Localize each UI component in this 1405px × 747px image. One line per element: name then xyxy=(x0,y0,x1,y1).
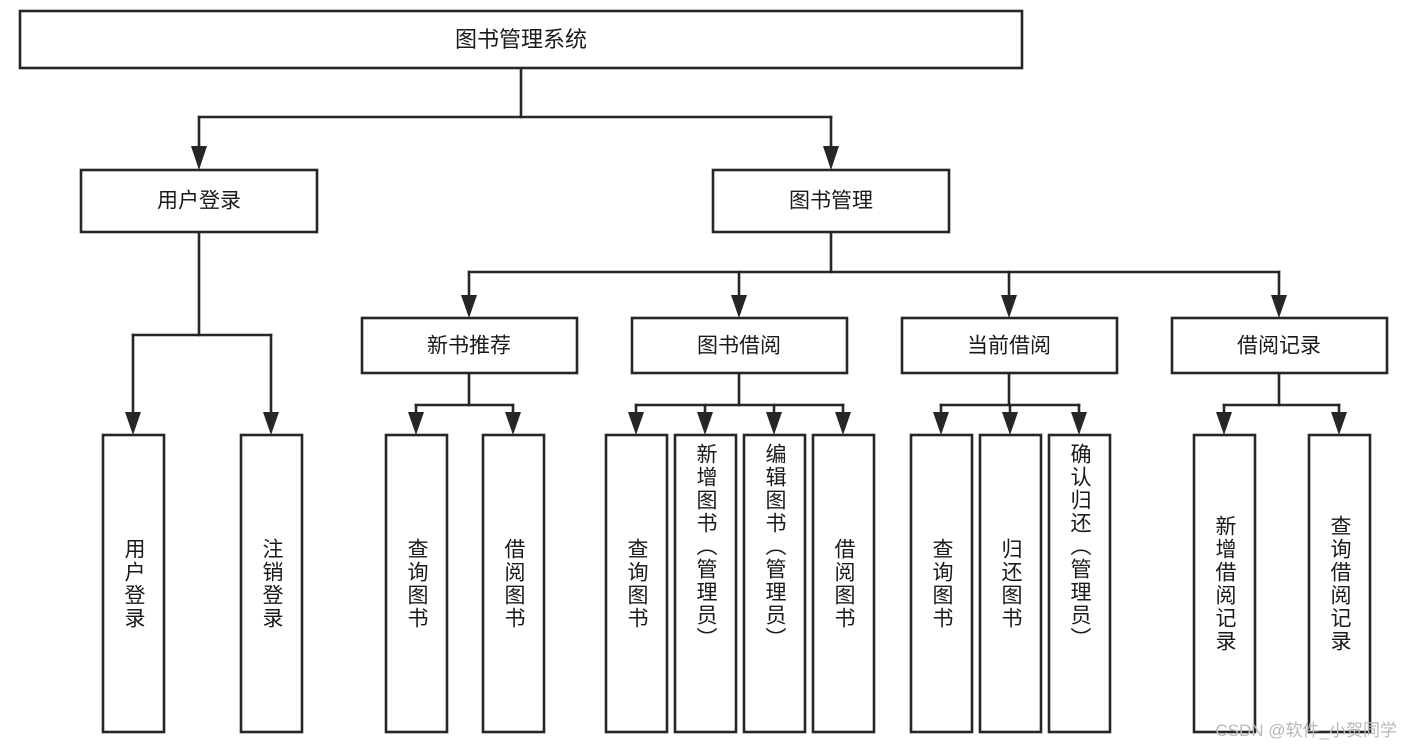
arrowhead-leaf-query-record xyxy=(1331,412,1347,435)
arrowhead-user-login xyxy=(191,146,207,170)
node-box-user-login[interactable] xyxy=(79,168,319,234)
arrowhead-leaf-query-book-1 xyxy=(408,412,424,435)
node-label-new-book-recommend: 新书推荐 xyxy=(427,335,511,358)
node-box-leaf-user-login[interactable] xyxy=(101,433,166,734)
node-box-leaf-borrow-book-1[interactable] xyxy=(481,433,546,734)
node-label-root: 图书管理系统 xyxy=(455,27,587,52)
node-box-leaf-logout[interactable] xyxy=(239,433,304,734)
connector-layer xyxy=(125,66,1347,435)
node-box-leaf-edit-book[interactable] xyxy=(742,433,807,734)
node-box-book-borrow[interactable] xyxy=(630,316,849,375)
node-label-current-borrow: 当前借阅 xyxy=(967,335,1051,358)
node-box-leaf-confirm-return[interactable] xyxy=(1047,433,1112,734)
arrowhead-leaf-confirm-return xyxy=(1071,412,1087,435)
arrowhead-leaf-borrow-book-2 xyxy=(835,412,851,435)
node-box-leaf-query-book-2[interactable] xyxy=(604,433,669,734)
arrowhead-leaf-logout xyxy=(263,412,279,435)
arrowhead-leaf-edit-book xyxy=(766,412,782,435)
node-box-leaf-query-book-3[interactable] xyxy=(909,433,974,734)
node-box-borrow-record[interactable] xyxy=(1170,316,1389,375)
node-layer: 图书管理系统 用户登录 图书管理 新书推荐 图书借阅 当前借阅 借阅记录 xyxy=(18,9,1389,734)
node-box-root[interactable] xyxy=(18,9,1024,70)
arrowhead-leaf-return-book xyxy=(1002,412,1018,435)
arrowhead-leaf-add-record xyxy=(1216,412,1232,435)
arrowhead-leaf-add-book xyxy=(697,412,713,435)
node-box-leaf-return-book[interactable] xyxy=(978,433,1043,734)
node-label-borrow-record: 借阅记录 xyxy=(1237,335,1321,358)
arrowhead-current-borrow xyxy=(1001,295,1017,318)
arrowhead-borrow-record xyxy=(1271,295,1287,318)
node-box-new-book-recommend[interactable] xyxy=(360,316,579,375)
node-box-leaf-add-record[interactable] xyxy=(1192,433,1257,734)
node-box-current-borrow[interactable] xyxy=(900,316,1119,375)
arrowhead-book-management xyxy=(823,146,839,170)
arrowhead-new-book-recommend xyxy=(461,295,477,318)
node-label-user-login: 用户登录 xyxy=(157,190,241,213)
node-box-leaf-query-record[interactable] xyxy=(1307,433,1372,734)
arrowhead-book-borrow xyxy=(731,295,747,318)
arrowhead-leaf-user-login xyxy=(125,412,141,435)
watermark-text: CSDN @软件_小贺同学 xyxy=(1215,721,1397,740)
arrowhead-leaf-borrow-book-1 xyxy=(505,412,521,435)
node-label-book-management: 图书管理 xyxy=(789,190,873,213)
node-box-book-management[interactable] xyxy=(711,168,951,234)
node-box-leaf-borrow-book-2[interactable] xyxy=(811,433,876,734)
node-label-book-borrow: 图书借阅 xyxy=(697,335,781,358)
node-box-leaf-query-book-1[interactable] xyxy=(384,433,449,734)
node-box-leaf-add-book[interactable] xyxy=(673,433,738,734)
arrowhead-leaf-query-book-2 xyxy=(628,412,644,435)
arrowhead-leaf-query-book-3 xyxy=(933,412,949,435)
